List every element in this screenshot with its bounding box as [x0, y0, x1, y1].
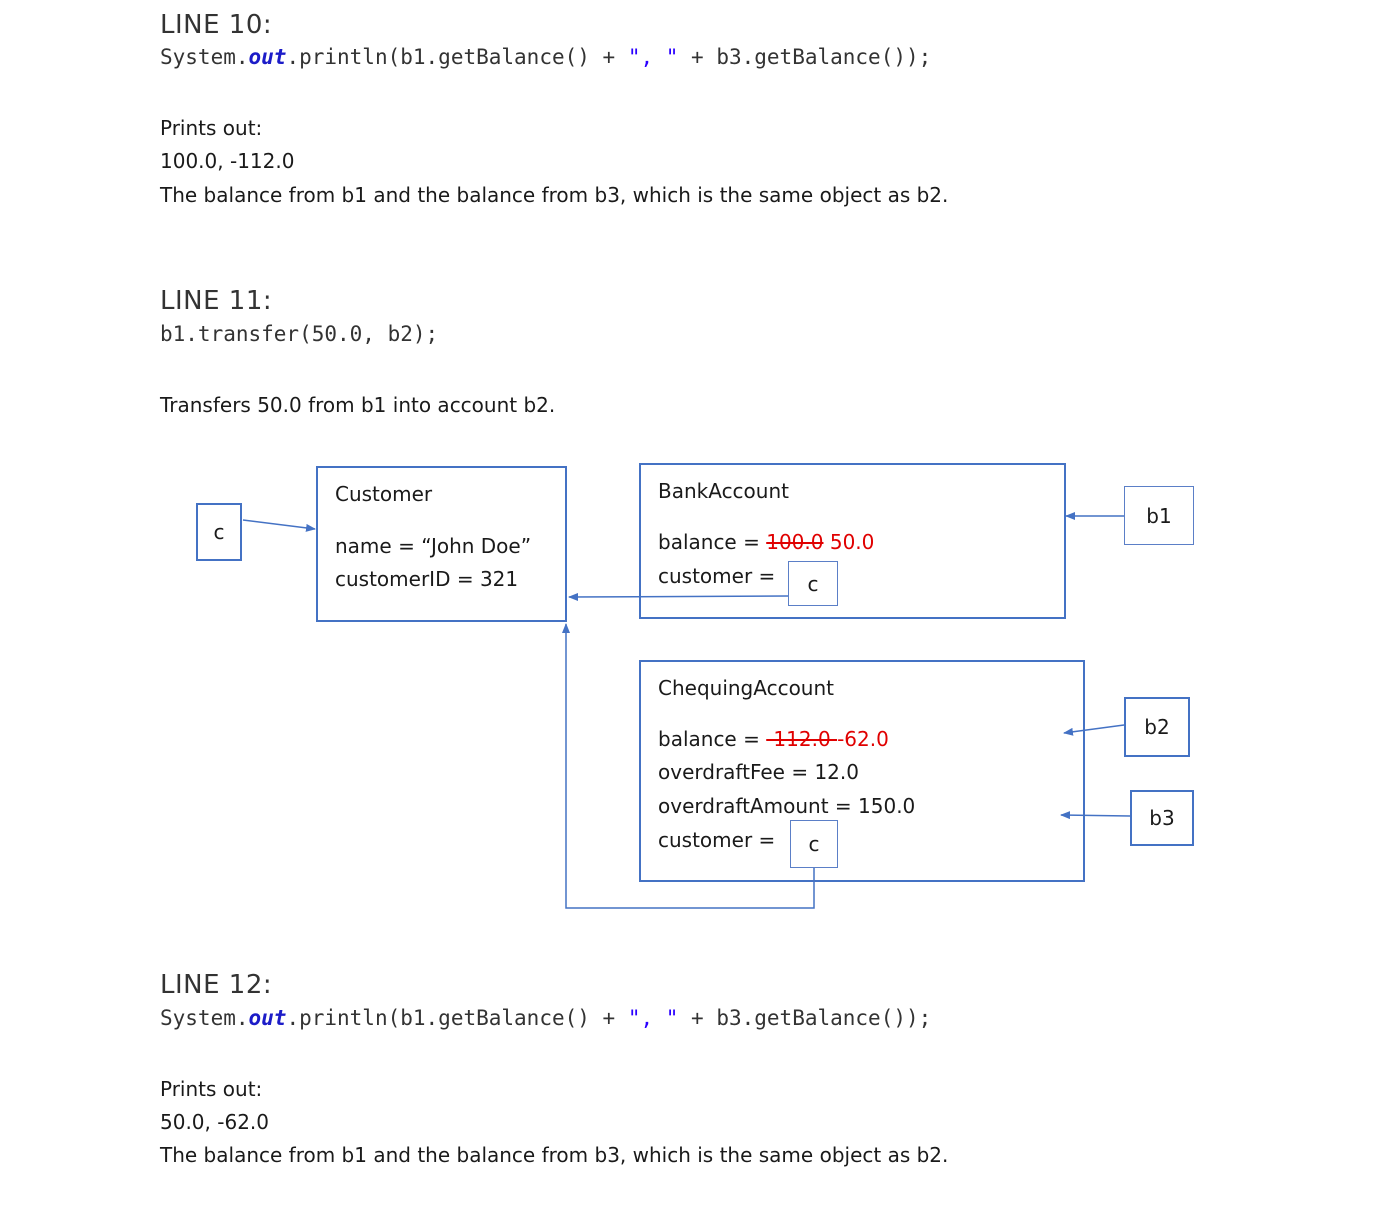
bankaccount-customer-field: customer =: [658, 564, 776, 588]
line10-code: System.out.println(b1.getBalance() + ", …: [160, 45, 931, 69]
chequingaccount-customer-ref-box: c: [790, 820, 838, 868]
bankaccount-balance-field: balance = 100.0 50.0: [658, 530, 874, 554]
variable-b3-box: b3: [1130, 790, 1194, 846]
chequingaccount-title: ChequingAccount: [658, 676, 834, 700]
line10-output: 100.0, -112.0: [160, 149, 295, 173]
balance-old-value: -112.0: [766, 727, 838, 751]
variable-b2-label: b2: [1144, 715, 1170, 739]
customer-id-field: customerID = 321: [335, 567, 519, 591]
customer-title: Customer: [335, 482, 433, 506]
line11-heading: LINE 11:: [160, 286, 273, 316]
code-part: + b3.getBalance());: [678, 45, 932, 69]
code-part: .println(b1.getBalance() +: [286, 45, 628, 69]
variable-b2-box: b2: [1124, 697, 1190, 757]
variable-c-label: c: [213, 520, 225, 544]
code-part: + b3.getBalance());: [678, 1006, 932, 1030]
line11-description: Transfers 50.0 from b1 into account b2.: [160, 393, 556, 417]
bankaccount-object: BankAccount balance = 100.0 50.0 custome…: [639, 463, 1066, 619]
balance-new-value: 50.0: [823, 530, 875, 554]
overdraft-fee-field: overdraftFee = 12.0: [658, 760, 859, 784]
code-keyword: out: [248, 1006, 287, 1030]
arrow-bankaccount-customer-to-customer: [568, 592, 789, 601]
variable-b1-box: b1: [1124, 486, 1194, 545]
bankaccount-title: BankAccount: [658, 479, 789, 503]
variable-b1-label: b1: [1146, 503, 1172, 528]
line12-prints-label: Prints out:: [160, 1077, 263, 1101]
arrow-c-to-customer: [242, 519, 316, 532]
code-part: System.: [160, 1006, 249, 1030]
variable-b3-label: b3: [1149, 806, 1175, 830]
variable-c-box: c: [196, 503, 242, 561]
balance-label: balance =: [658, 530, 767, 554]
customer-name-field: name = “John Doe”: [335, 534, 532, 558]
code-keyword: out: [248, 45, 287, 69]
code-part: .println(b1.getBalance() +: [286, 1006, 628, 1030]
code-part: System.: [160, 45, 249, 69]
balance-new-value: -62.0: [837, 727, 889, 751]
line12-explanation: The balance from b1 and the balance from…: [160, 1143, 949, 1167]
chequingaccount-customer-field: customer =: [658, 828, 776, 852]
balance-old-value: 100.0: [766, 530, 824, 554]
arrow-chequing-customer-to-customer: [562, 623, 815, 909]
overdraft-amount-field: overdraftAmount = 150.0: [658, 794, 916, 818]
code-string: ", ": [627, 45, 679, 69]
line11-code: b1.transfer(50.0, b2);: [160, 322, 439, 346]
balance-label: balance =: [658, 727, 767, 751]
line12-output: 50.0, -62.0: [160, 1110, 269, 1134]
line10-explanation: The balance from b1 and the balance from…: [160, 183, 949, 207]
arrow-b2-to-chequingaccount: [1063, 724, 1125, 736]
line12-code: System.out.println(b1.getBalance() + ", …: [160, 1006, 931, 1030]
customer-ref-label: c: [807, 571, 819, 596]
line10-prints-label: Prints out:: [160, 116, 263, 140]
customer-object: Customer name = “John Doe” customerID = …: [316, 466, 567, 622]
chequingaccount-balance-field: balance = -112.0 -62.0: [658, 727, 889, 751]
arrow-b3-to-chequingaccount: [1060, 811, 1131, 820]
chequingaccount-object: ChequingAccount balance = -112.0 -62.0 o…: [639, 660, 1085, 882]
bankaccount-customer-ref-box: c: [788, 561, 838, 606]
line10-heading: LINE 10:: [160, 10, 273, 40]
line12-heading: LINE 12:: [160, 970, 273, 1000]
code-string: ", ": [627, 1006, 679, 1030]
customer-ref-label: c: [808, 832, 820, 856]
